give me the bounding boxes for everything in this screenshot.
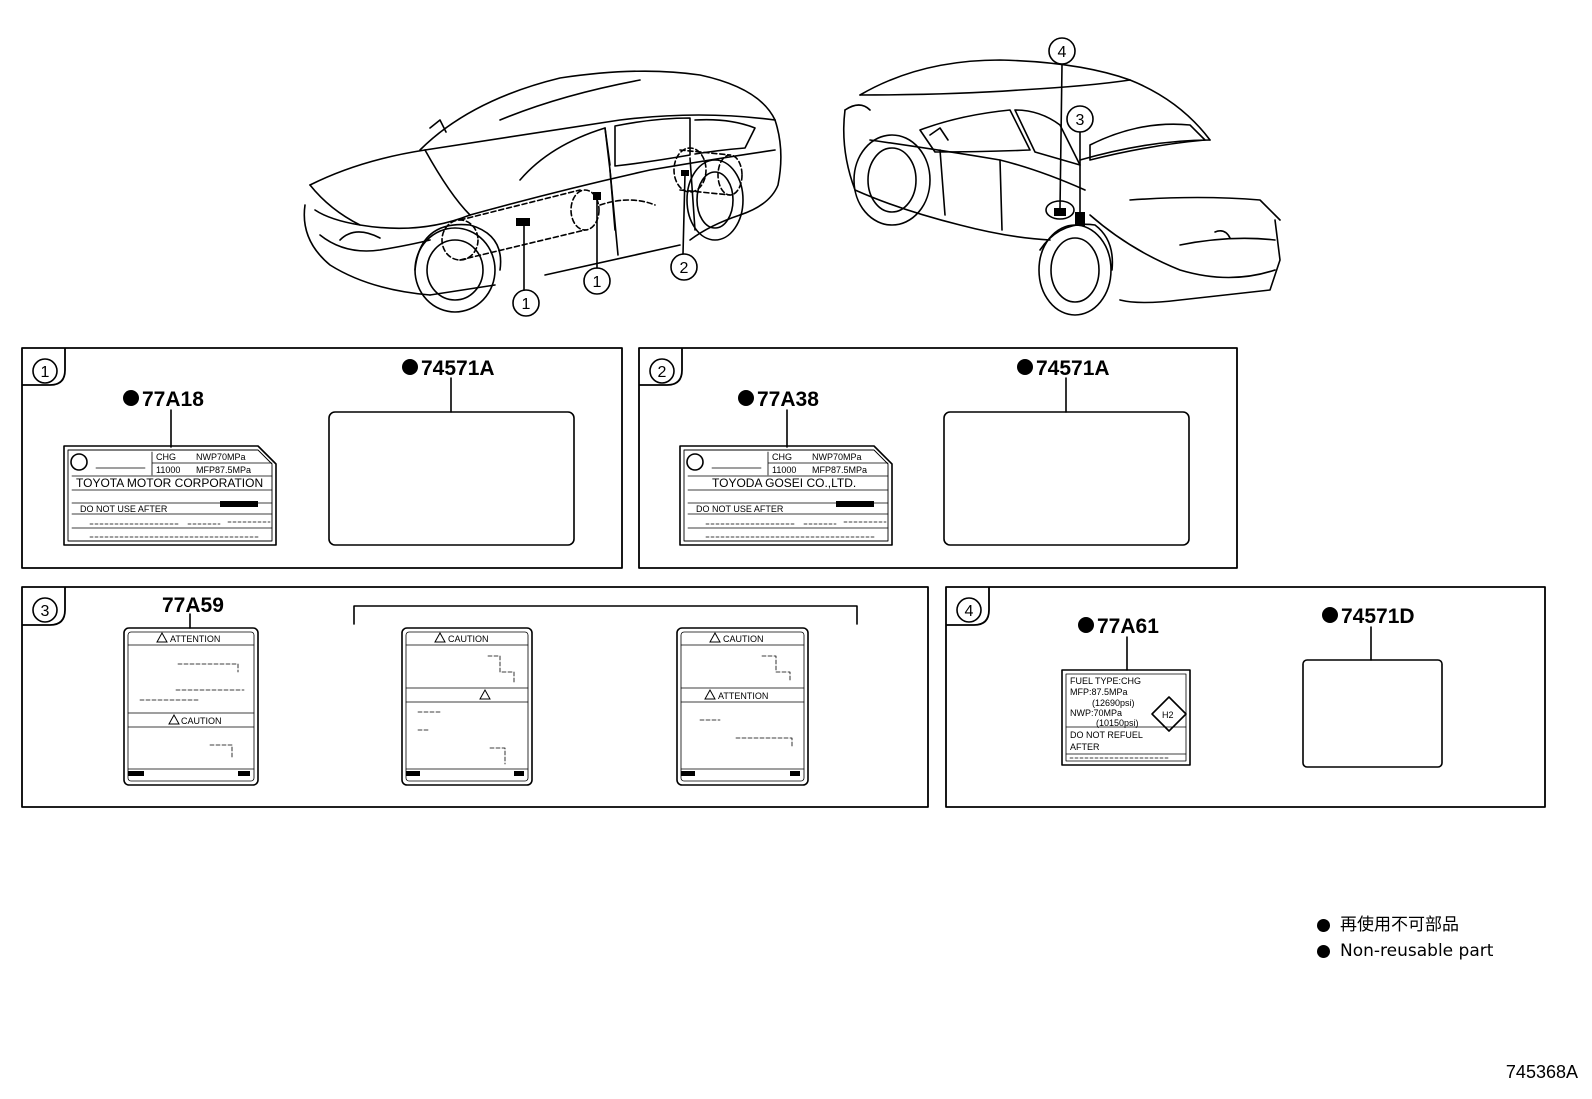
label-heading: ATTENTION [718,691,768,701]
label-text: DO NOT USE AFTER [696,504,784,514]
label-text: (12690psi) [1092,698,1135,708]
label-text: NWP70MPa [812,452,862,462]
label-maker: TOYOTA MOTOR CORPORATION [76,476,263,490]
panel-2-frame [638,347,1238,569]
bullet-icon [1078,617,1094,633]
label-text: 11000 [772,465,796,475]
bullet-icon [123,390,139,406]
figure-code: 745368A [1505,1062,1578,1082]
callout-4-num: 4 [1058,44,1067,61]
h2-symbol: H2 [1162,710,1174,720]
warning-icon [479,688,491,700]
label-heading: ATTENTION [170,634,220,644]
label-text: CHG [156,452,176,462]
label-heading: CAUTION [181,716,222,726]
warning-icon [168,713,180,725]
legend-en: Non-reusable part [1340,941,1494,961]
bullet-icon [1322,607,1338,623]
label-heading: CAUTION [448,634,489,644]
label-text: MFP:87.5MPa [1070,687,1128,697]
label-text: DO NOT USE AFTER [80,504,168,514]
panel-1-frame [21,347,623,569]
panel-3-frame [21,586,929,808]
label-heading: CAUTION [723,634,764,644]
callout-2-num: 2 [680,260,689,277]
callout-3-num: 3 [1076,112,1085,129]
panel-4-frame [945,586,1546,808]
part-number-77a59[interactable]: 77A59 [162,594,224,617]
car-rear-view [842,37,1281,316]
car-front-view [303,70,782,317]
panel-3-number: 3 [41,603,50,620]
non-reusable-marks [123,359,1338,633]
bullet-icon [1017,359,1033,375]
label-text: FUEL TYPE:CHG [1070,676,1141,686]
legend-jp: 再使用不可部品 [1340,915,1459,935]
label-text: (10150psi) [1096,718,1139,728]
part-number-77a18[interactable]: 77A18 [142,388,204,411]
callout-2 [670,253,698,281]
panel-4-number: 4 [965,603,974,620]
part-number-74571a[interactable]: 74571A [421,357,495,380]
part-number-74571d[interactable]: 74571D [1341,605,1415,628]
callout-1a-num: 1 [522,296,531,313]
label-text: DO NOT REFUEL [1070,730,1143,740]
bullet-icon [1317,918,1330,932]
panel-1-number: 1 [41,364,50,381]
label-maker: TOYODA GOSEI CO.,LTD. [712,476,856,490]
bullet-icon [1317,944,1330,958]
label-text: MFP87.5MPa [812,465,867,475]
callout-1a [512,289,540,317]
part-number-77a61[interactable]: 77A61 [1097,615,1159,638]
label-text: 11000 [156,465,180,475]
warning-icon [156,631,168,643]
callout-1b [583,267,611,295]
label-text: NWP:70MPa [1070,708,1122,718]
warning-icon [704,688,716,700]
label-text: CHG [772,452,792,462]
bullet-icon [402,359,418,375]
legend: 再使用不可部品 Non-reusable part [1317,912,1493,964]
panel-2-number: 2 [658,364,667,381]
callout-4 [1048,37,1076,65]
callout-1b-num: 1 [593,274,602,291]
part-number-74571a-2[interactable]: 74571A [1036,357,1110,380]
warning-icon [434,631,446,643]
callout-3 [1066,105,1094,133]
label-text: MFP87.5MPa [196,465,251,475]
bullet-icon [738,390,754,406]
label-text: AFTER [1070,742,1100,752]
part-number-77a38[interactable]: 77A38 [757,388,819,411]
label-text: NWP70MPa [196,452,246,462]
warning-icon [709,631,721,643]
